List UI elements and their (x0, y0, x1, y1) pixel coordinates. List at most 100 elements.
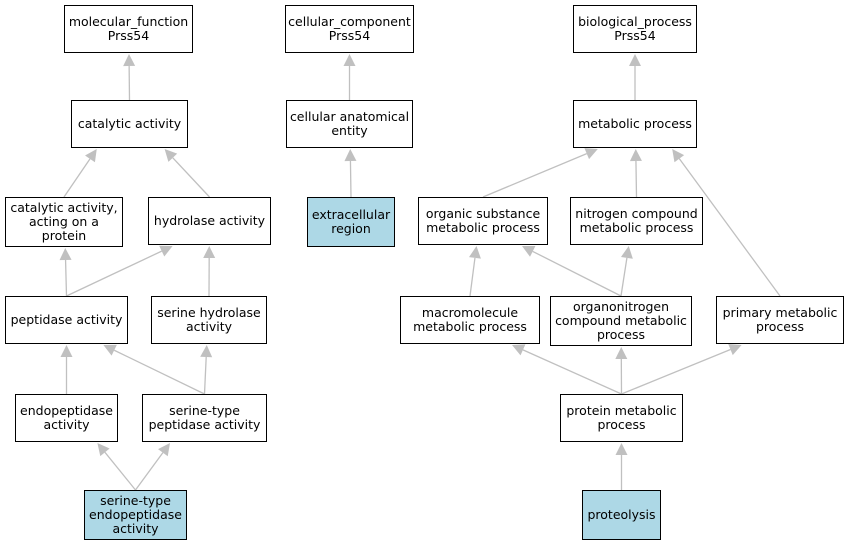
node-label-line: process (597, 417, 646, 432)
node-label-line: metabolic process (426, 220, 540, 235)
node-label-line: metabolic process (578, 116, 692, 131)
edge-primary-to-metab (678, 158, 781, 297)
node-label-line: acting on a (29, 214, 99, 229)
arrowhead-nitro-to-metab (629, 149, 642, 162)
node-label-line: metabolic process (579, 220, 694, 235)
node-label-line: activity (43, 417, 90, 432)
node-label-line: protein metabolic (566, 403, 677, 418)
node-label-line: molecular_function (68, 14, 189, 29)
arrowhead-organonit-to-nitro (620, 246, 633, 259)
edge-ser_pep-to-ser_hydro (203, 356, 207, 395)
node-label-line: cellular anatomical (289, 109, 410, 124)
edge-prot_met-to-macromol (522, 349, 622, 395)
node-label-line: endopeptidase (89, 507, 182, 522)
arrowhead-cat_prot-to-catalytic (85, 149, 97, 163)
edge-ser_endo-to-ser_pep (134, 452, 164, 491)
node-label-line: entity (331, 123, 368, 138)
arrowhead-extracell-to-cell_anat (344, 149, 357, 162)
arrowhead-org_sub-to-metab (584, 148, 598, 160)
arrowhead-ser_endo-to-ser_pep (158, 443, 170, 457)
edge-cat_prot-to-catalytic (63, 158, 91, 198)
node-label-line: compound metabolic (555, 313, 687, 328)
node-label-line: primary metabolic (722, 305, 838, 320)
node-label-line: biological_process (578, 14, 692, 29)
node-label-line: process (596, 327, 646, 342)
node-peptidase-activity[interactable]: peptidase activity (5, 296, 128, 344)
arrowhead-primary-to-metab (672, 149, 685, 163)
arrowhead-ser_hydro-to-hydrolase (203, 246, 216, 259)
arrowhead-prot_met-to-macromol (512, 344, 526, 356)
edge-peptidase-to-cat_prot (64, 259, 68, 297)
node-label-line: peptidase activity (148, 417, 261, 432)
node-label-line: serine-type (100, 493, 171, 508)
edge-macromol-to-org_sub (469, 257, 476, 297)
arrowhead-ser_endo-to-endopep (97, 443, 110, 457)
edge-ser_pep-to-peptidase (113, 349, 205, 395)
node-label-line: extracellular (311, 207, 391, 222)
edge-prot_met-to-primary (621, 348, 731, 395)
edge-organonit-to-nitro (620, 257, 628, 297)
node-label-line: hydrolase activity (153, 213, 266, 228)
node-label-line: proteolysis (587, 507, 656, 522)
arrowhead-prot_met-to-primary (728, 343, 742, 356)
node-label-line: protein (41, 228, 87, 243)
arrowhead-endopep-to-peptidase (60, 345, 73, 357)
node-label-line: serine hydrolase (157, 305, 261, 320)
edge-hydrolase-to-catalytic (172, 157, 210, 198)
node-label-line: macromolecule (421, 305, 519, 320)
node-label-line: Prss54 (328, 28, 371, 43)
arrowhead-macromol-to-org_sub (469, 246, 481, 259)
node-catalytic-activity[interactable]: catalytic activity (71, 100, 188, 148)
edge-peptidase-to-hydrolase (66, 250, 163, 297)
edge-ser_endo-to-endopep (104, 451, 137, 491)
node-label-line: metabolic process (413, 319, 527, 334)
node-label-line: catalytic activity, (10, 200, 118, 215)
arrowhead-ser_pep-to-peptidase (103, 344, 117, 356)
node-label-line: Prss54 (614, 28, 656, 43)
arrowhead-proteolysis-to-prot_met (615, 443, 628, 455)
arrowhead-peptidase-to-cat_prot (59, 248, 72, 261)
arrowhead-metab-to-bp_root (629, 54, 641, 66)
edge-org_sub-to-metab (482, 153, 587, 198)
node-label-line: activity (112, 521, 159, 536)
node-label-line: endopeptidase (20, 403, 113, 418)
node-label-line: organic substance (425, 206, 541, 221)
arrowhead-peptidase-to-hydrolase (159, 245, 173, 257)
node-label-line: peptidase activity (10, 312, 123, 327)
node-hydrolase-activity[interactable]: hydrolase activity (148, 197, 271, 245)
node-label-line: organonitrogen (572, 299, 670, 314)
arrowhead-catalytic-to-mf_root (123, 54, 136, 67)
node-metabolic-process[interactable]: metabolic process (573, 100, 697, 148)
edge-organonit-to-org_sub (532, 250, 622, 297)
node-label-line: process (755, 319, 805, 334)
node-proteolysis[interactable]: proteolysis (582, 490, 661, 540)
node-label-line: catalytic activity (77, 116, 182, 131)
arrowhead-hydrolase-to-catalytic (164, 149, 178, 162)
node-label-line: nitrogen compound (575, 206, 698, 221)
arrowhead-prot_met-to-organonit (615, 347, 628, 360)
edge-nitro-to-metab (635, 160, 638, 198)
arrowhead-cell_anat-to-cc_root (343, 54, 356, 66)
node-label-line: serine-type (169, 403, 240, 418)
node-label-line: region (331, 221, 371, 236)
arrowhead-ser_pep-to-ser_hydro (200, 345, 213, 358)
edge-extracell-to-cell_anat (349, 160, 352, 198)
node-label-line: Prss54 (107, 28, 150, 43)
